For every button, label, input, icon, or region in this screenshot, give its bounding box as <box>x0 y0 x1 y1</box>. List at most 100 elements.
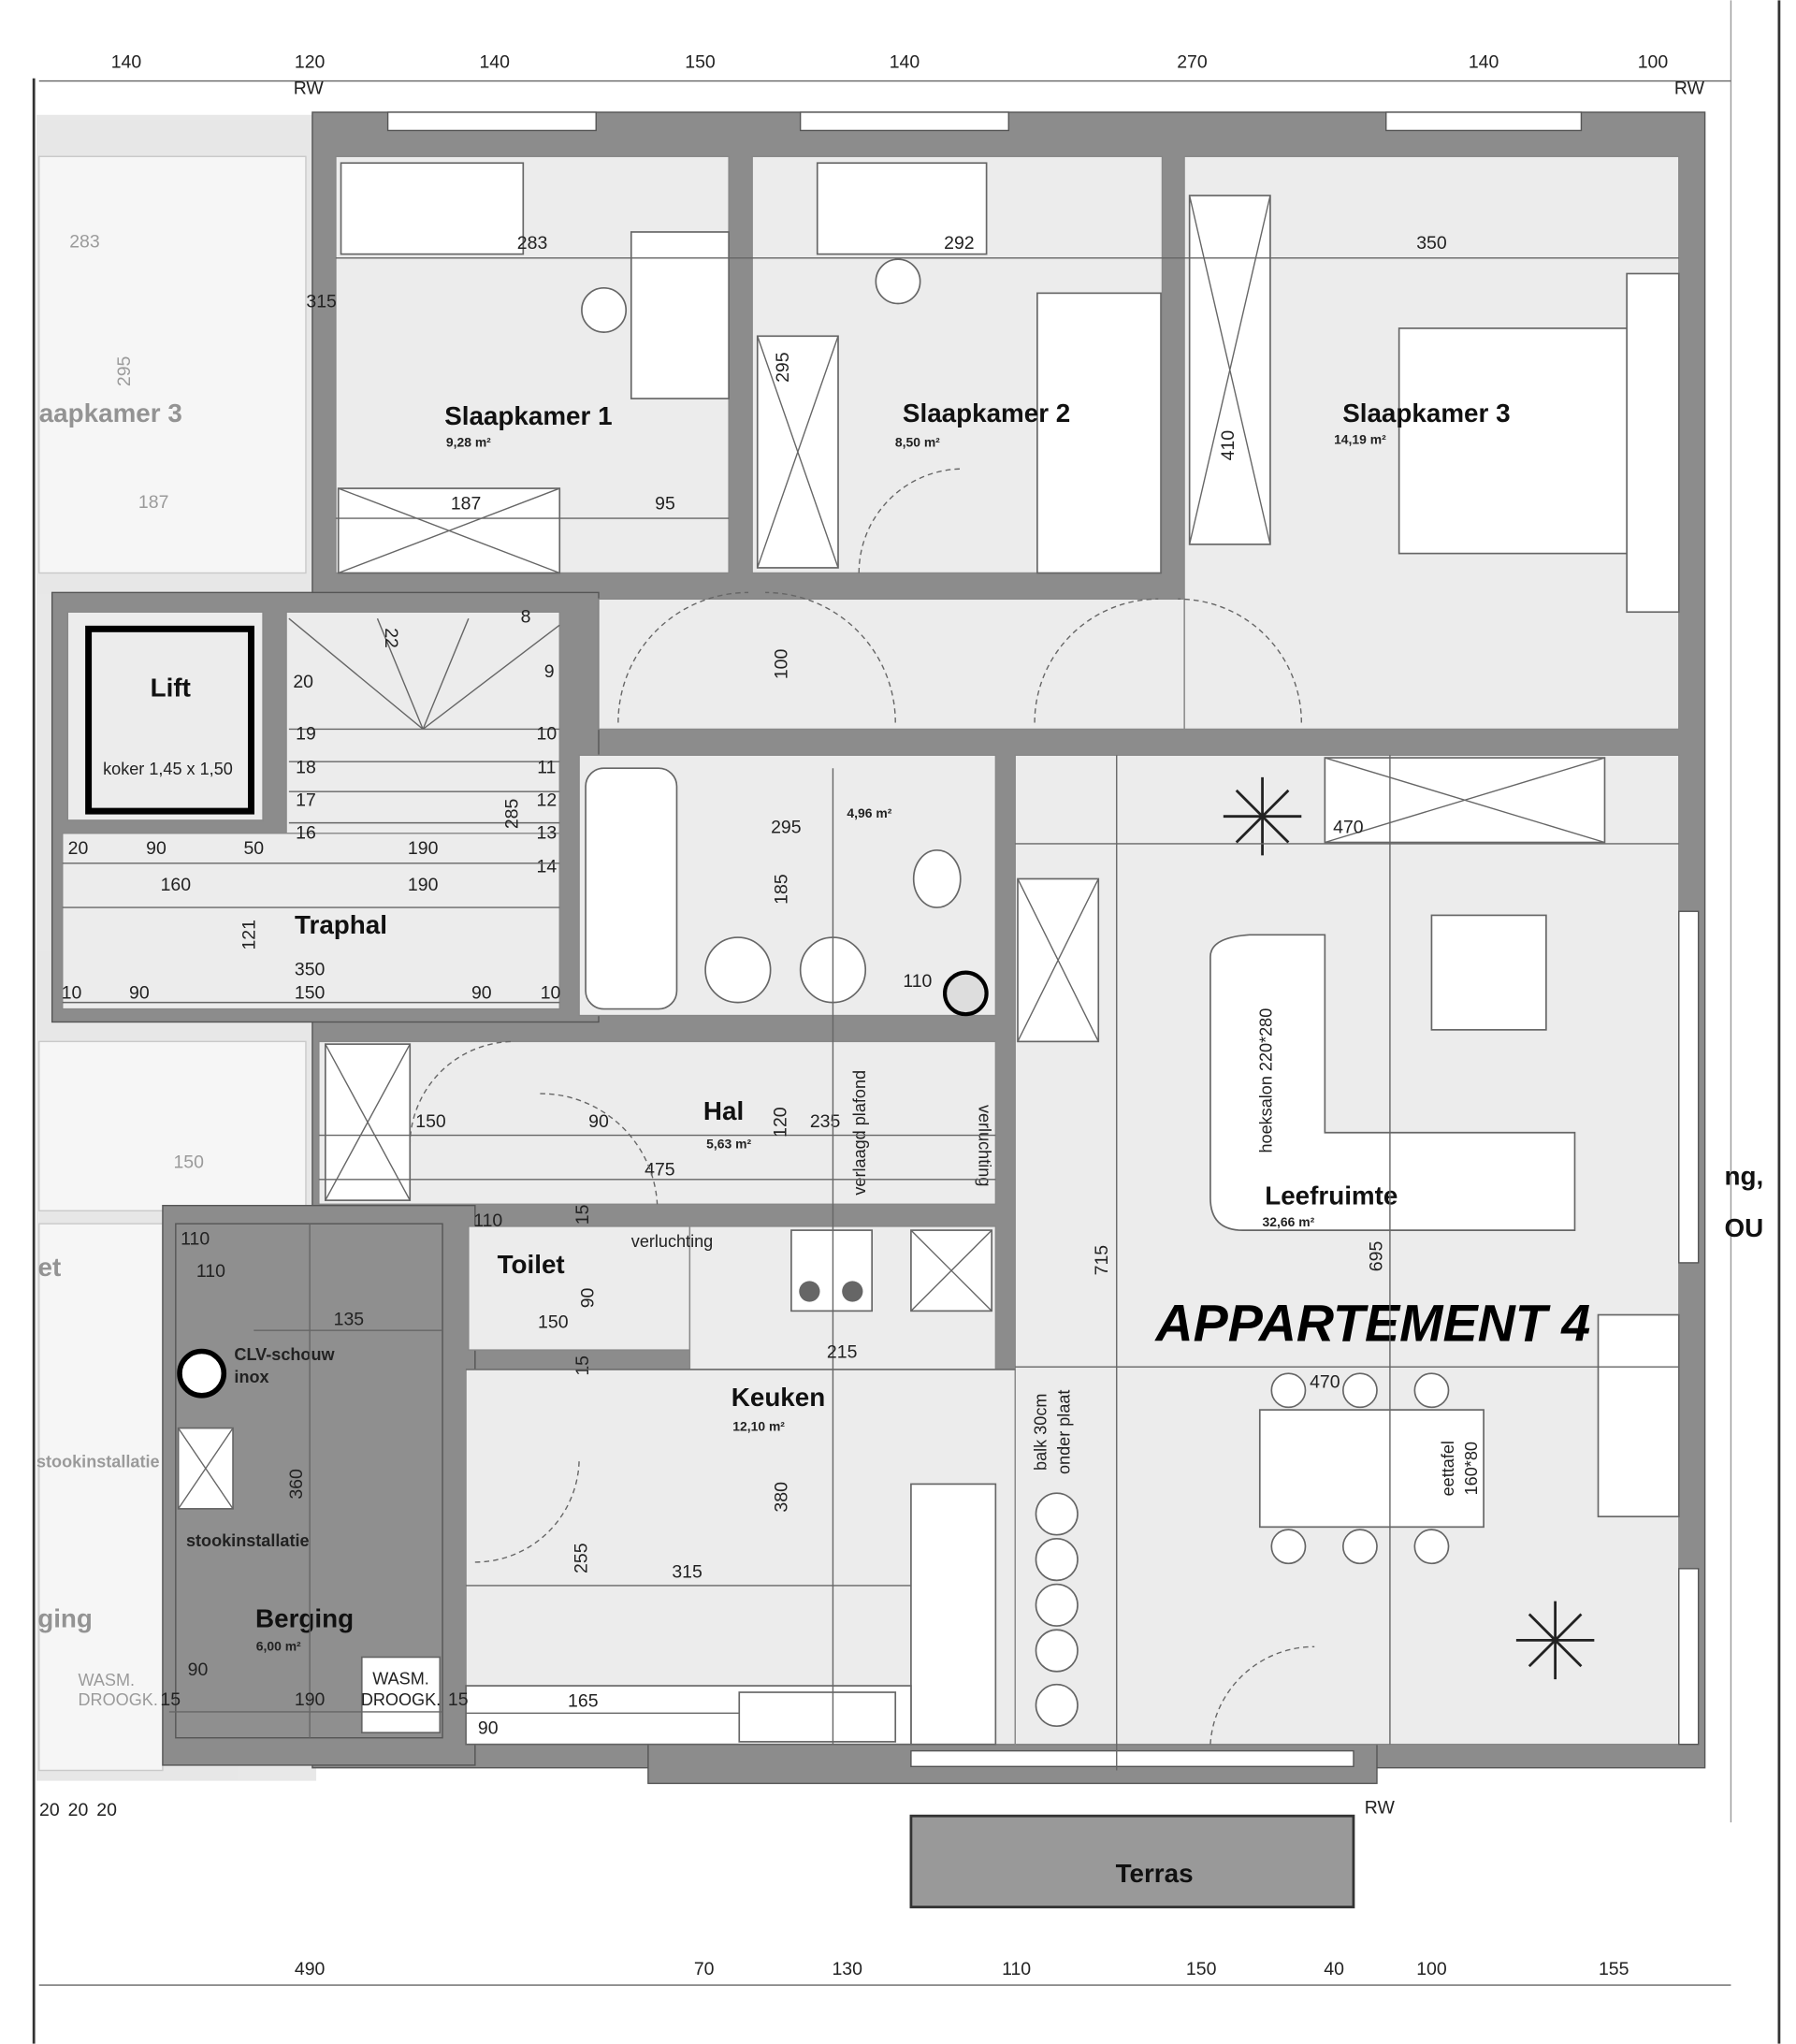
rw-mark: RW <box>294 79 325 99</box>
top-dim: 140 <box>1469 52 1499 73</box>
dim: 15 <box>572 1355 593 1376</box>
top-dim: 150 <box>685 52 716 73</box>
dim: 135 <box>334 1310 365 1330</box>
stair-number: 14 <box>537 857 558 877</box>
bottom-dim: 110 <box>1002 1959 1031 1979</box>
dim: 95 <box>655 493 675 514</box>
room-labels: Slaapkamer 1 9,28 m² Slaapkamer 2 8,50 m… <box>103 399 1590 1888</box>
note: CLV-schouw <box>234 1345 335 1364</box>
dim: 470 <box>1333 818 1364 838</box>
dim: 90 <box>129 982 150 1003</box>
dim: 150 <box>538 1312 569 1332</box>
dim: 185 <box>772 874 792 905</box>
dim: 475 <box>645 1160 675 1181</box>
stair-number: 17 <box>296 790 316 811</box>
bottom-dim: 70 <box>694 1959 715 1979</box>
neighbor-dim: 283 <box>69 232 99 253</box>
neighbor-label: ging <box>37 1603 93 1632</box>
top-dim: 100 <box>1638 52 1669 73</box>
top-dim: 120 <box>295 52 326 73</box>
room-area: 32,66 m² <box>1263 1214 1315 1229</box>
neighbor-label: et <box>38 1253 62 1282</box>
dim: 190 <box>408 875 439 895</box>
room-area: 4,96 m² <box>847 805 891 820</box>
room-name: Leefruimte <box>1265 1181 1398 1210</box>
neighbor-label: DROOGK. <box>78 1690 157 1709</box>
bottom-dimensions: 490 70 130 110 150 40 100 155 20 20 20 <box>39 1800 1629 1979</box>
room-area: 9,28 m² <box>446 435 491 450</box>
neighbor-dim: 150 <box>173 1152 204 1172</box>
note: stookinstallatie <box>186 1531 310 1550</box>
top-dim: 140 <box>890 52 920 73</box>
dim: 121 <box>239 920 260 950</box>
room-name: Toilet <box>498 1250 565 1279</box>
dim: 15 <box>160 1689 181 1710</box>
note: WASM. <box>372 1670 429 1689</box>
doors <box>409 468 1315 1745</box>
dim: 90 <box>146 838 167 859</box>
dim: 20 <box>68 838 89 859</box>
dim: 285 <box>502 798 523 829</box>
note: verluchting <box>631 1232 713 1251</box>
dim: 360 <box>286 1469 307 1500</box>
bottom-dim: 40 <box>1324 1959 1344 1979</box>
note: hoeksalon 220*280 <box>1256 1008 1275 1153</box>
neighbor-dim: 187 <box>138 492 168 513</box>
dim: 90 <box>577 1287 598 1308</box>
room-name: Keuken <box>731 1383 825 1412</box>
note: inox <box>234 1368 268 1386</box>
dim: 165 <box>568 1690 599 1711</box>
room-name: Hal <box>703 1096 744 1125</box>
note: OU <box>1724 1213 1763 1242</box>
dim: 90 <box>588 1111 609 1132</box>
dim: 190 <box>408 838 439 859</box>
note: DROOGK. <box>361 1690 441 1709</box>
dim: 90 <box>188 1660 209 1680</box>
stair-number: 9 <box>544 661 555 682</box>
room-area: 5,63 m² <box>706 1136 751 1151</box>
corner-dim: 20 <box>96 1800 117 1820</box>
dim: 150 <box>415 1111 446 1132</box>
dim: 190 <box>295 1689 326 1710</box>
room-name: Traphal <box>295 910 387 939</box>
dim: 10 <box>541 982 561 1003</box>
room-name: Terras <box>1116 1859 1194 1888</box>
room-name: Lift <box>151 674 191 703</box>
corner-dim: 20 <box>39 1800 60 1820</box>
rw-mark: RW <box>1674 79 1705 99</box>
dim: 10 <box>62 982 82 1003</box>
room-hal <box>318 1040 997 1205</box>
dim: 295 <box>771 818 802 838</box>
neighbor-room-label: aapkamer 3 <box>39 399 182 428</box>
stair-number: 20 <box>293 672 313 692</box>
bottom-dim: 130 <box>832 1959 862 1979</box>
stair-number: 16 <box>296 822 316 843</box>
note: 160*80 <box>1462 1442 1481 1495</box>
room-area: 12,10 m² <box>732 1418 785 1433</box>
stair-number: 11 <box>537 758 556 778</box>
note: eettafel <box>1439 1441 1457 1496</box>
bottom-dim: 100 <box>1416 1959 1447 1979</box>
neighbor-dim: 295 <box>114 355 135 386</box>
dim: 715 <box>1092 1245 1112 1276</box>
neighbor-label: stookinstallatie <box>36 1452 160 1471</box>
stair-number: 10 <box>537 724 558 745</box>
room-toilet <box>468 1225 691 1351</box>
stair-number: 22 <box>381 628 401 648</box>
dim: 255 <box>571 1543 591 1573</box>
room-leefruimte <box>1014 754 1680 1746</box>
dim: 15 <box>572 1204 593 1225</box>
dim: 292 <box>944 233 974 254</box>
top-dim: 270 <box>1177 52 1208 73</box>
dim: 283 <box>517 233 547 254</box>
dim: 110 <box>903 971 932 992</box>
note: verlaagd plafond <box>850 1070 869 1196</box>
note: ng, <box>1724 1161 1763 1190</box>
dim: 110 <box>473 1210 502 1231</box>
dim: 315 <box>306 292 337 312</box>
top-dimensions: 140 120 140 150 140 270 140 100 RW RW RW <box>111 52 1705 1819</box>
dim: 295 <box>773 352 793 383</box>
dim: 235 <box>810 1111 841 1132</box>
dim: 187 <box>451 493 481 514</box>
